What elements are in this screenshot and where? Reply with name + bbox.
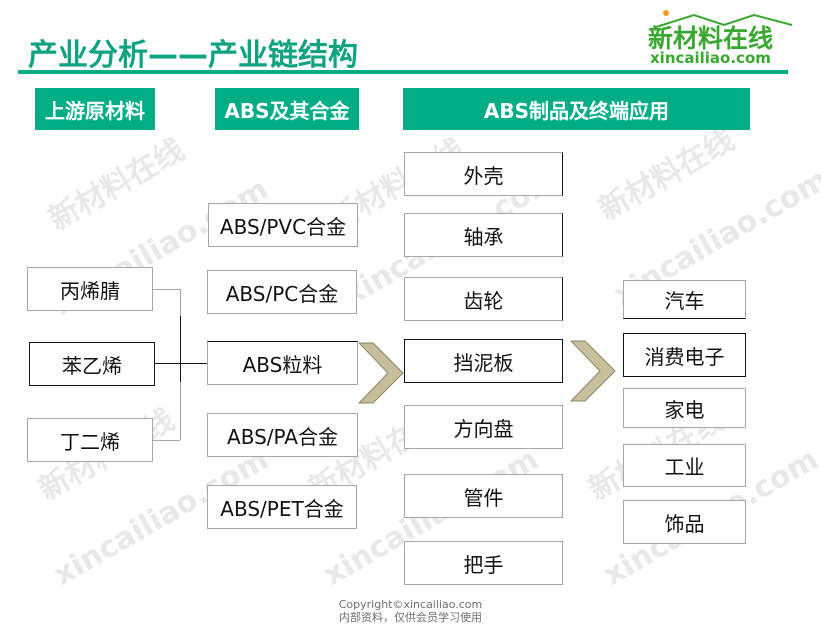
logo-text-cn: 新材料在线	[648, 24, 774, 53]
application-item-home-appliances: 家电	[623, 388, 746, 428]
abs-item-pvc-alloy: ABS/PVC合金	[208, 203, 358, 247]
item-label: 外壳	[463, 163, 504, 188]
abs-item-pa-alloy: ABS/PA合金	[207, 413, 358, 457]
abs-item-pellets: ABS粒料	[207, 341, 358, 385]
item-label: 齿轮	[463, 288, 504, 313]
item-label: 汽车	[664, 289, 705, 313]
product-item-housing: 外壳	[404, 152, 563, 196]
item-label: 轴承	[463, 224, 504, 249]
item-label: 家电	[664, 397, 705, 422]
item-label: 饰品	[664, 511, 705, 536]
product-item-gear: 齿轮	[404, 277, 563, 321]
application-item-consumer-electronics: 消费电子	[623, 333, 746, 377]
item-label: 工业	[664, 455, 705, 479]
item-label: ABS/PET合金	[220, 496, 344, 521]
page-title: 产业分析——产业链结构	[28, 38, 358, 73]
connector-line	[180, 289, 181, 339]
logo-text-en: xincailiao.com	[650, 49, 771, 67]
application-item-automotive: 汽车	[623, 280, 746, 319]
header-upstream: 上游原材料	[35, 88, 155, 130]
copyright-text: Copyright©xincailiao.com	[338, 598, 483, 611]
footer-note: 内部资料，仅供会员学习使用	[339, 611, 482, 624]
item-label: ABS/PVC合金	[219, 214, 347, 239]
product-item-pipe-fitting: 管件	[404, 474, 563, 518]
watermark-cn: 新材料在线	[593, 122, 741, 228]
chevron-right-icon	[358, 342, 404, 404]
connector-line	[153, 289, 180, 290]
item-label: ABS/PA合金	[227, 424, 338, 449]
brand-logo: 新材料在线 xincailiao.com	[648, 5, 798, 67]
connector-line	[153, 440, 180, 441]
connector-line	[180, 382, 181, 440]
upstream-item-styrene: 苯乙烯	[29, 342, 155, 386]
product-item-bearing: 轴承	[404, 213, 563, 257]
footer: Copyright©xincailiao.com 内部资料，仅供会员学习使用	[0, 598, 821, 624]
item-label: 消费电子	[644, 344, 725, 369]
item-label: 丁二烯	[60, 429, 120, 454]
product-item-handle: 把手	[404, 541, 563, 585]
header-products: ABS制品及终端应用	[403, 88, 750, 130]
chevron-right-icon	[570, 340, 616, 402]
application-item-ornaments: 饰品	[623, 500, 746, 544]
item-label: 管件	[463, 485, 504, 510]
connector-line	[155, 363, 207, 364]
item-label: 方向盘	[453, 416, 514, 441]
abs-item-pc-alloy: ABS/PC合金	[207, 270, 357, 314]
item-label: 挡泥板	[453, 350, 514, 375]
watermark-cn: 新材料在线	[43, 132, 191, 238]
item-label: 把手	[463, 552, 504, 577]
item-label: 苯乙烯	[62, 353, 122, 378]
item-label: ABS粒料	[242, 352, 323, 377]
title-divider	[18, 70, 788, 74]
connector-line	[180, 316, 181, 382]
header-abs-alloys: ABS及其合金	[215, 88, 359, 130]
abs-item-pet-alloy: ABS/PET合金	[207, 485, 357, 529]
product-item-steering-wheel: 方向盘	[404, 405, 563, 449]
item-label: 丙烯腈	[60, 278, 120, 303]
upstream-item-acrylonitrile: 丙烯腈	[27, 267, 153, 311]
product-item-fender: 挡泥板	[404, 339, 563, 383]
application-item-industrial: 工业	[623, 444, 746, 487]
upstream-item-butadiene: 丁二烯	[27, 418, 153, 462]
item-label: ABS/PC合金	[225, 281, 339, 306]
house-roof-icon	[655, 10, 793, 28]
